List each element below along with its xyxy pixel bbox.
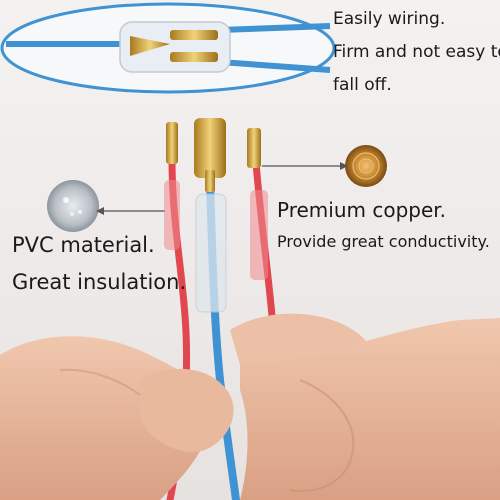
caption-great-insulation: Great insulation. bbox=[12, 270, 187, 294]
caption-firm: Firm and not easy to bbox=[333, 42, 500, 62]
copper-callout bbox=[262, 145, 387, 187]
caption-easily-wiring: Easily wiring. bbox=[333, 9, 446, 29]
inset-connector-oval bbox=[0, 2, 336, 94]
pvc-callout bbox=[47, 180, 165, 232]
caption-pvc-material: PVC material. bbox=[12, 233, 155, 257]
caption-conductivity: Provide great conductivity. bbox=[277, 232, 490, 251]
caption-fall-off: fall off. bbox=[333, 75, 392, 95]
caption-premium-copper: Premium copper. bbox=[277, 198, 447, 222]
hands bbox=[0, 313, 500, 500]
